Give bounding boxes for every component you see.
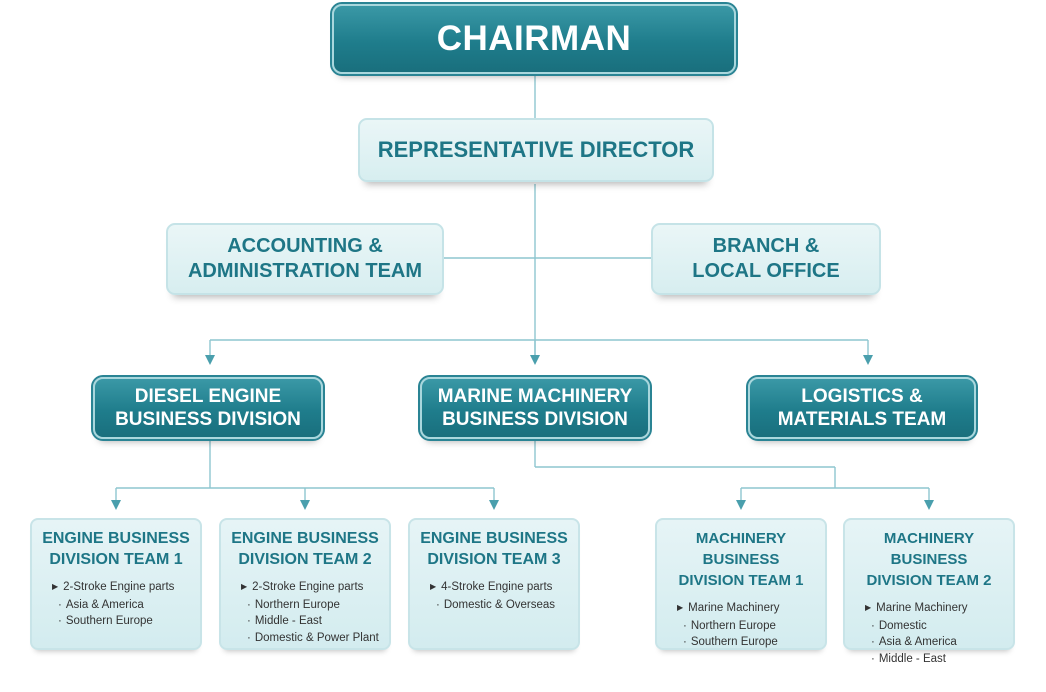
engine-team-3-box: ENGINE BUSINESS DIVISION TEAM 3 4-Stroke…: [408, 518, 580, 650]
team-title-line1: MACHINERY BUSINESS: [883, 530, 975, 568]
chairman-label: CHAIRMAN: [436, 19, 632, 58]
team-item: Southern Europe: [52, 613, 200, 630]
branch-label-line2: LOCAL OFFICE: [692, 260, 840, 282]
team-item: Northern Europe: [241, 597, 389, 614]
team-title: ENGINE BUSINESS DIVISION TEAM 2: [221, 528, 389, 570]
branch-office-box: BRANCH & LOCAL OFFICE: [651, 223, 881, 295]
machinery-team-2-box: MACHINERY BUSINESS DIVISION TEAM 2 Marin…: [843, 518, 1015, 665]
team-title-line1: ENGINE BUSINESS: [420, 530, 568, 547]
team-item-head: 2-Stroke Engine parts: [241, 579, 389, 597]
accounting-label-line2: ADMINISTRATION TEAM: [187, 260, 423, 282]
logistics-line2: MATERIALS TEAM: [777, 409, 947, 430]
diesel-division-line1: DIESEL ENGINE: [134, 386, 282, 407]
chairman-box: CHAIRMAN: [330, 2, 738, 76]
engine-team-1-box: ENGINE BUSINESS DIVISION TEAM 1 2-Stroke…: [30, 518, 202, 650]
team-title-line2: DIVISION TEAM 1: [678, 572, 804, 589]
team-item-head: Marine Machinery: [865, 600, 1013, 618]
marine-division-line2: BUSINESS DIVISION: [442, 409, 628, 430]
team-item: Domestic: [865, 618, 1013, 635]
marine-division-line1: MARINE MACHINERY: [437, 386, 633, 407]
team-title-line1: ENGINE BUSINESS: [231, 530, 379, 547]
team-item: Southern Europe: [677, 634, 825, 651]
team-item: Domestic & Overseas: [430, 597, 578, 614]
logistics-materials-team-box: LOGISTICS & MATERIALS TEAM: [746, 375, 978, 441]
logistics-line1: LOGISTICS &: [801, 386, 923, 407]
team-item: Middle - East: [241, 613, 389, 630]
team-item-list: 2-Stroke Engine parts Northern Europe Mi…: [221, 579, 389, 646]
team-title-line2: DIVISION TEAM 2: [238, 551, 372, 568]
representative-director-label: REPRESENTATIVE DIRECTOR: [377, 137, 695, 162]
team-item-head: 4-Stroke Engine parts: [430, 579, 578, 597]
team-item-head: Marine Machinery: [677, 600, 825, 618]
team-item-list: 4-Stroke Engine parts Domestic & Oversea…: [410, 579, 578, 613]
representative-director-box: REPRESENTATIVE DIRECTOR: [358, 118, 714, 182]
diesel-engine-division-box: DIESEL ENGINE BUSINESS DIVISION: [91, 375, 325, 441]
accounting-admin-box: ACCOUNTING & ADMINISTRATION TEAM: [166, 223, 444, 295]
team-item-head: 2-Stroke Engine parts: [52, 579, 200, 597]
team-item: Northern Europe: [677, 618, 825, 635]
accounting-label-line1: ACCOUNTING &: [227, 235, 383, 257]
team-item-list: Marine Machinery Domestic Asia & America…: [845, 600, 1013, 667]
team-item-list: Marine Machinery Northern Europe Souther…: [657, 600, 825, 651]
team-title: ENGINE BUSINESS DIVISION TEAM 3: [410, 528, 578, 570]
team-item: Domestic & Power Plant: [241, 630, 389, 647]
team-title: ENGINE BUSINESS DIVISION TEAM 1: [32, 528, 200, 570]
team-item: Asia & America: [865, 634, 1013, 651]
team-title: MACHINERY BUSINESS DIVISION TEAM 1: [657, 528, 825, 591]
machinery-team-1-box: MACHINERY BUSINESS DIVISION TEAM 1 Marin…: [655, 518, 827, 650]
engine-team-2-box: ENGINE BUSINESS DIVISION TEAM 2 2-Stroke…: [219, 518, 391, 650]
team-title-line2: DIVISION TEAM 3: [427, 551, 561, 568]
team-item: Asia & America: [52, 597, 200, 614]
team-item: Middle - East: [865, 651, 1013, 668]
team-title-line2: DIVISION TEAM 2: [866, 572, 992, 589]
diesel-division-line2: BUSINESS DIVISION: [115, 409, 301, 430]
team-title-line1: ENGINE BUSINESS: [42, 530, 190, 547]
team-title: MACHINERY BUSINESS DIVISION TEAM 2: [845, 528, 1013, 591]
branch-label-line1: BRANCH &: [712, 235, 820, 257]
team-title-line1: MACHINERY BUSINESS: [695, 530, 787, 568]
team-item-list: 2-Stroke Engine parts Asia & America Sou…: [32, 579, 200, 630]
team-title-line2: DIVISION TEAM 1: [49, 551, 183, 568]
marine-machinery-division-box: MARINE MACHINERY BUSINESS DIVISION: [418, 375, 652, 441]
